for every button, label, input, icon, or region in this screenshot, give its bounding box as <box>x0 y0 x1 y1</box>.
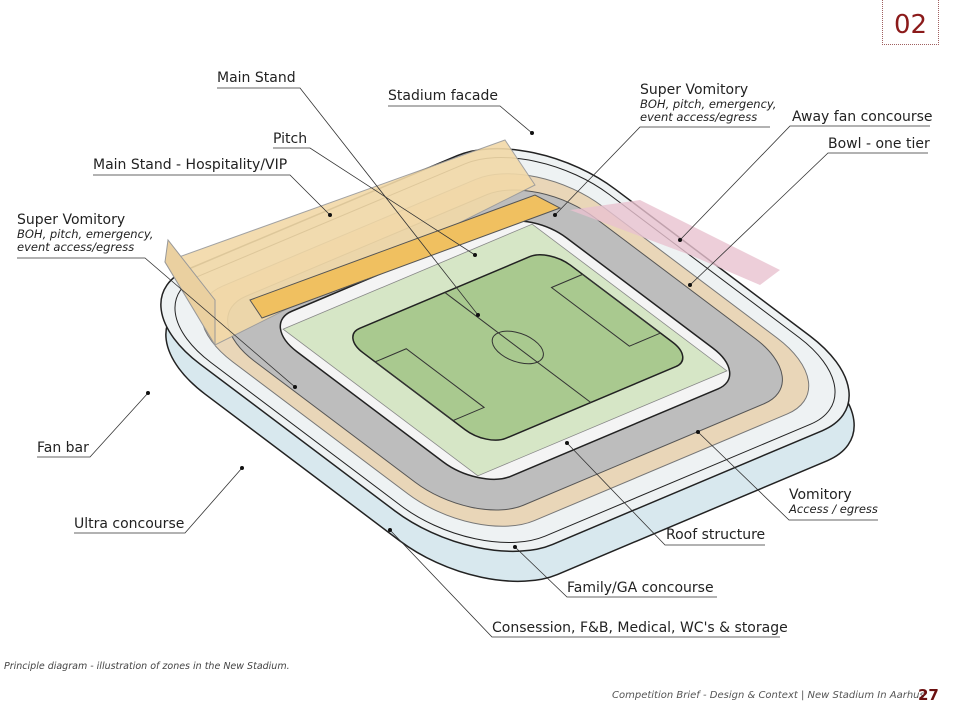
subtitle: BOH, pitch, emergency, <box>17 227 154 241</box>
label-away-fan-concourse: Away fan concourse <box>792 109 933 125</box>
label-stadium-facade: Stadium facade <box>388 88 498 104</box>
label-concession: Consession, F&B, Medical, WC's & storage <box>492 620 788 636</box>
title: Super Vomitory <box>17 212 126 228</box>
title: Super Vomitory <box>640 82 749 98</box>
leader-lines <box>17 87 930 638</box>
leader-dots <box>146 131 700 549</box>
footer-text: Competition Brief - Design & Context | N… <box>612 690 925 701</box>
section-tag: 02 <box>882 0 939 45</box>
label-ultra-concourse: Ultra concourse <box>74 516 185 532</box>
away-fan-zone <box>570 200 780 285</box>
subtitle: event access/egress <box>17 240 135 254</box>
label-pitch: Pitch <box>273 131 308 147</box>
subtitle: event access/egress <box>640 110 758 124</box>
label-family-concourse: Family/GA concourse <box>567 580 714 596</box>
subtitle: BOH, pitch, emergency, <box>640 97 777 111</box>
label-super-vomitory-top: Super Vomitory BOH, pitch, emergency, ev… <box>640 82 776 124</box>
label-fan-bar: Fan bar <box>37 440 89 456</box>
page-number: 27 <box>918 686 939 704</box>
subtitle: Access / egress <box>789 502 878 516</box>
title: Vomitory <box>789 487 852 503</box>
label-bowl: Bowl - one tier <box>828 136 930 152</box>
label-hospitality: Main Stand - Hospitality/VIP <box>93 157 288 173</box>
stadium-facade <box>115 125 895 575</box>
label-roof-structure: Roof structure <box>666 527 766 543</box>
label-super-vomitory-left: Super Vomitory BOH, pitch, emergency, ev… <box>17 212 153 254</box>
label-main-stand: Main Stand <box>217 70 296 86</box>
hospitality-band <box>249 194 562 319</box>
figure-caption: Principle diagram - illustration of zone… <box>4 661 290 672</box>
label-vomitory: Vomitory Access / egress <box>789 487 878 516</box>
